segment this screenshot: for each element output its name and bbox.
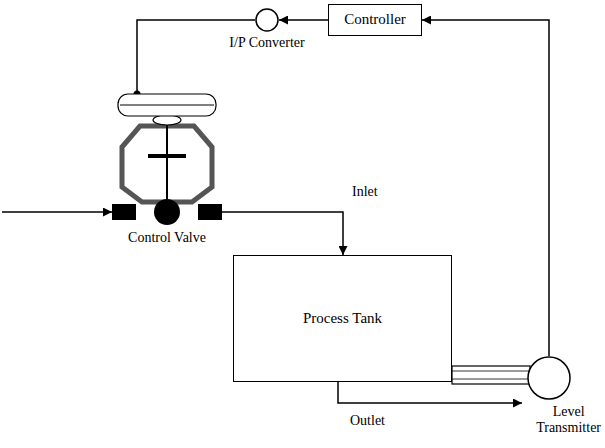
valve-flange bbox=[112, 204, 136, 220]
instrument-circle bbox=[256, 9, 278, 31]
valve-body bbox=[154, 199, 180, 225]
connector bbox=[222, 212, 343, 255]
diaphragm-line bbox=[120, 105, 214, 106]
node-label: Control Valve bbox=[128, 230, 206, 246]
valve-flange bbox=[198, 204, 222, 220]
node-label: Process Tank bbox=[297, 310, 388, 327]
node-label: Level Transmitter bbox=[536, 404, 601, 436]
instrument-circle bbox=[528, 357, 570, 399]
nozzle-line bbox=[452, 379, 530, 380]
valve-stem bbox=[166, 116, 168, 210]
pipe-label: Outlet bbox=[348, 413, 387, 429]
transmitter-circle: Level Transmitter bbox=[527, 356, 571, 400]
circle-outline bbox=[527, 356, 571, 400]
node-label: I/P Converter bbox=[229, 35, 304, 51]
process-tank: Process Tank bbox=[233, 255, 452, 382]
control-valve: Control Valve bbox=[112, 92, 222, 228]
supply-pipe bbox=[2, 211, 112, 213]
connector bbox=[279, 19, 328, 21]
transmitter-nozzle bbox=[452, 366, 530, 384]
connector bbox=[137, 20, 255, 94]
stem-bar bbox=[148, 154, 186, 158]
outlet-pipe bbox=[338, 382, 522, 403]
nozzle-line bbox=[452, 371, 530, 372]
converter-circle: I/P Converter bbox=[255, 8, 279, 32]
edge-label: Inlet bbox=[350, 184, 380, 200]
valve-drawing bbox=[112, 92, 222, 228]
actuator-housing bbox=[118, 94, 216, 116]
controller-box: Controller bbox=[328, 4, 422, 36]
circle-outline bbox=[255, 8, 279, 32]
node-label: Controller bbox=[338, 11, 412, 28]
